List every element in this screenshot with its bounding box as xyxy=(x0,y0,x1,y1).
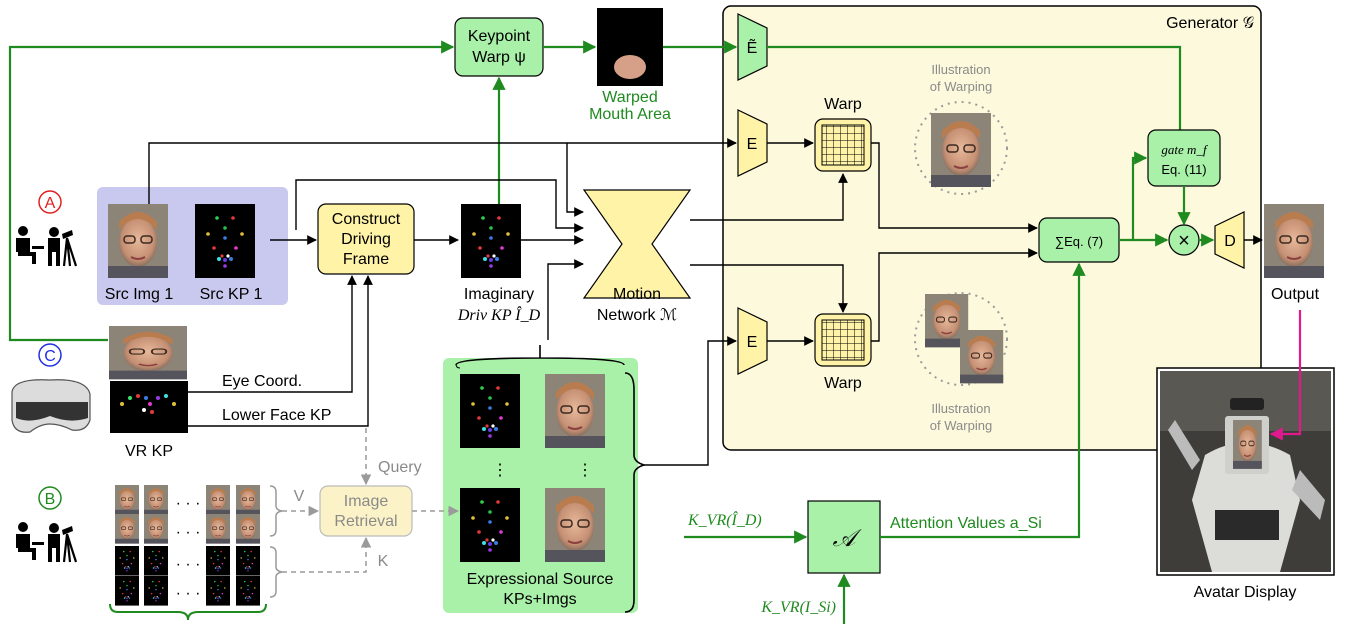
expr-vdots-left: ⋮ xyxy=(492,462,508,479)
person-camera-a-icon xyxy=(14,224,78,268)
construct-driving-frame xyxy=(317,203,415,275)
warp-bottom-label: Warp xyxy=(824,375,862,392)
gate-label-2: Eq. (11) xyxy=(1161,162,1206,177)
decoder-d xyxy=(1214,211,1245,269)
expr-vdots-right: ⋮ xyxy=(577,462,593,479)
attention-block xyxy=(807,500,881,574)
expr-label-1: Expressional Source xyxy=(467,571,614,588)
src-img-1 xyxy=(107,203,169,279)
vr-headset-icon xyxy=(11,379,91,433)
imaginary-driving-kp xyxy=(461,204,521,278)
output-label: Output xyxy=(1271,286,1320,303)
dots-row-4: · · · xyxy=(176,585,201,602)
illus-top-label-1: Illustration xyxy=(931,62,990,77)
retrieval-label-2: Retrieval xyxy=(334,513,397,530)
expr-img-top xyxy=(544,373,606,449)
circle-b-label: B xyxy=(45,491,56,508)
warp-top-label: Warp xyxy=(824,96,862,113)
circle-a xyxy=(38,190,62,214)
keypoint-warp-box xyxy=(454,17,544,77)
imaginary-label-1: Imaginary xyxy=(464,286,534,303)
vr-kp-label: VR KP xyxy=(125,443,173,460)
keypoint-warp-label-2: Warp ψ xyxy=(472,49,525,66)
gate-label-1: gate m_f xyxy=(1161,142,1209,157)
warped-mouth-label-2: Mouth Area xyxy=(589,106,671,123)
circle-b xyxy=(38,486,62,510)
kvr-is-label: K_VR(I_Si) xyxy=(760,599,836,616)
v-label: V xyxy=(294,488,305,505)
warped-mouth-label-1: Warped xyxy=(602,89,657,106)
e-tilde-encoder xyxy=(737,13,768,81)
multiply-symbol: × xyxy=(1178,230,1190,252)
e-tilde-label: Ẽ xyxy=(747,37,758,57)
encoder-e-top xyxy=(737,109,768,177)
query-label: Query xyxy=(378,459,422,476)
output-image xyxy=(1263,203,1325,279)
sum-label: ∑Eq. (7) xyxy=(1055,234,1103,249)
keypoint-warp-label-1: Keypoint xyxy=(468,28,531,45)
retrieval-label-1: Image xyxy=(344,493,389,510)
expr-img-bottom xyxy=(544,487,606,563)
illus-bottom-label-1: Illustration xyxy=(931,401,990,416)
decoder-label: D xyxy=(1224,233,1236,250)
imaginary-label-2: Driv KP Î_D xyxy=(457,305,541,324)
lower-face-label: Lower Face KP xyxy=(222,407,331,424)
warp-illustration-bottom xyxy=(914,292,1008,386)
avatar-display-image xyxy=(1156,367,1335,576)
src-kp-1 xyxy=(195,204,255,278)
generator-label: Generator 𝒢 xyxy=(1166,15,1254,32)
construct-label-1: Construct xyxy=(332,211,401,228)
circle-c xyxy=(38,343,62,367)
illus-bottom-label-2: of Warping xyxy=(930,418,992,433)
encoder-e-bottom-label: E xyxy=(747,334,758,351)
dots-row-1: · · · xyxy=(176,495,201,512)
encoder-e-top-label: E xyxy=(747,136,758,153)
encoder-e-bottom xyxy=(737,307,768,375)
dots-row-2: · · · xyxy=(176,524,201,541)
motion-network xyxy=(582,189,692,299)
person-camera-b-icon xyxy=(14,520,78,564)
expr-label-2: KPs+Imgs xyxy=(503,591,576,608)
illus-top-face xyxy=(930,112,992,188)
k-label: K xyxy=(378,553,389,570)
vr-face-image xyxy=(107,324,189,381)
motion-label-1: Motion xyxy=(613,286,661,303)
expr-kp-top xyxy=(460,374,520,448)
src-kp-label: Src KP 1 xyxy=(200,286,263,303)
avatar-display-label: Avatar Display xyxy=(1194,584,1297,601)
src-img-label: Src Img 1 xyxy=(105,286,174,303)
motion-label-2: Network ℳ xyxy=(597,307,677,324)
expr-kp-bottom xyxy=(460,488,520,562)
warp-illustration-top xyxy=(914,101,1008,195)
construct-label-2: Driving xyxy=(341,231,391,248)
circle-a-label: A xyxy=(45,195,56,212)
attention-values-label: Attention Values a_Si xyxy=(890,515,1042,532)
eye-coord-label: Eye Coord. xyxy=(222,373,302,390)
construct-label-3: Frame xyxy=(343,251,389,268)
gate-box xyxy=(1147,129,1221,187)
circle-c-label: C xyxy=(44,348,56,365)
illus-top-label-2: of Warping xyxy=(930,79,992,94)
illus-bottom-face-2 xyxy=(959,329,1004,384)
dots-row-3: · · · xyxy=(176,556,201,573)
vr-kp-image xyxy=(110,381,188,433)
kvr-id-label: K_VR(Î_D) xyxy=(687,510,762,529)
